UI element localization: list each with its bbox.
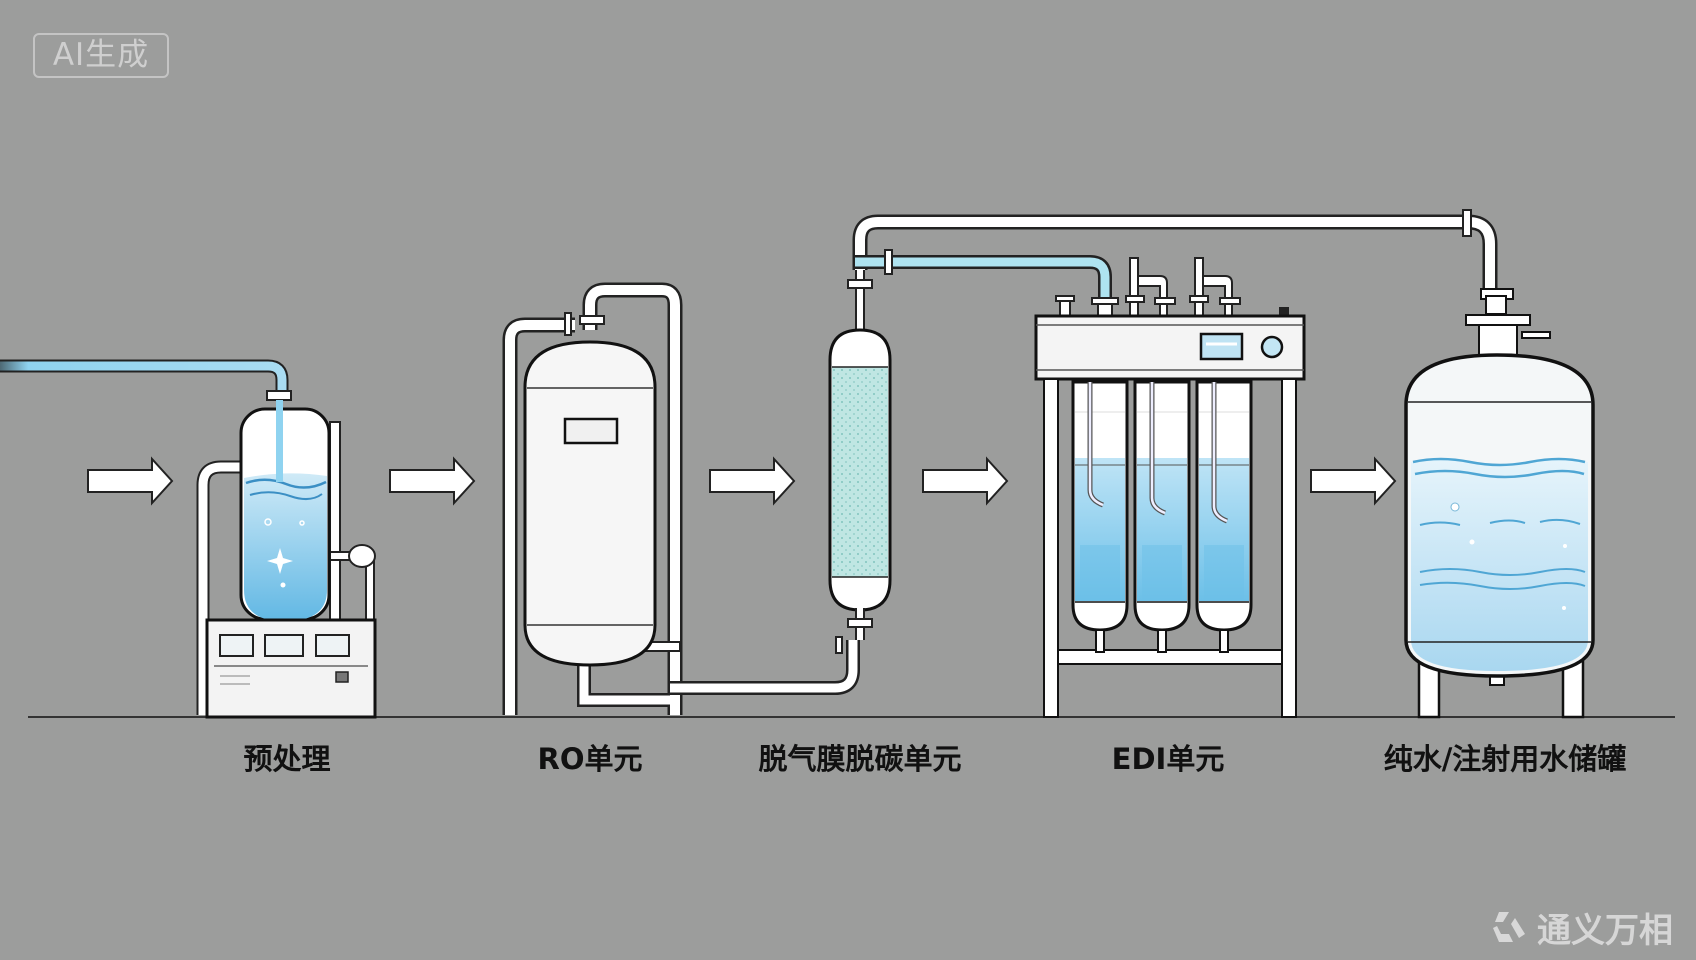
stage-label-storage: 纯水/注射用水储罐 — [1383, 742, 1627, 776]
edi-module — [1133, 380, 1191, 653]
membrane-fill — [832, 367, 888, 577]
brand-name: 通义万相 — [1537, 911, 1673, 951]
stage-label-edi: EDI单元 — [1111, 742, 1225, 776]
arrow-right-icon — [922, 456, 1009, 506]
arrow-right-icon — [709, 456, 796, 506]
arrow-right-icon — [87, 456, 174, 506]
edi-unit — [1034, 257, 1306, 718]
edi-module — [1195, 380, 1253, 653]
ai-generated-badge: AI生成 — [33, 33, 169, 78]
stage-label-pretreatment: 预处理 — [243, 742, 331, 776]
degas-membrane-unit — [828, 209, 1498, 654]
arrow-right-icon — [389, 456, 476, 506]
ro-outlet-pipe — [670, 640, 860, 695]
ro-pressure-vessel — [523, 340, 657, 667]
sparkle-icon — [267, 548, 293, 574]
edi-indicator-light — [1260, 335, 1284, 359]
stage-label-degas: 脱气膜脱碳单元 — [758, 742, 962, 776]
brand-watermark: 通义万相 — [1485, 903, 1673, 952]
arrow-right-icon — [1310, 456, 1397, 506]
edi-display — [1199, 332, 1244, 361]
storage-tank-unit — [1404, 288, 1595, 719]
stage-label-ro: RO单元 — [537, 742, 643, 776]
tongyi-logo-icon — [1493, 911, 1525, 942]
pretreatment-unit — [0, 359, 377, 719]
edi-module — [1071, 380, 1129, 653]
ro-unit — [502, 282, 860, 715]
inlet-pipe — [0, 359, 289, 400]
edi-control-box — [1034, 314, 1306, 381]
